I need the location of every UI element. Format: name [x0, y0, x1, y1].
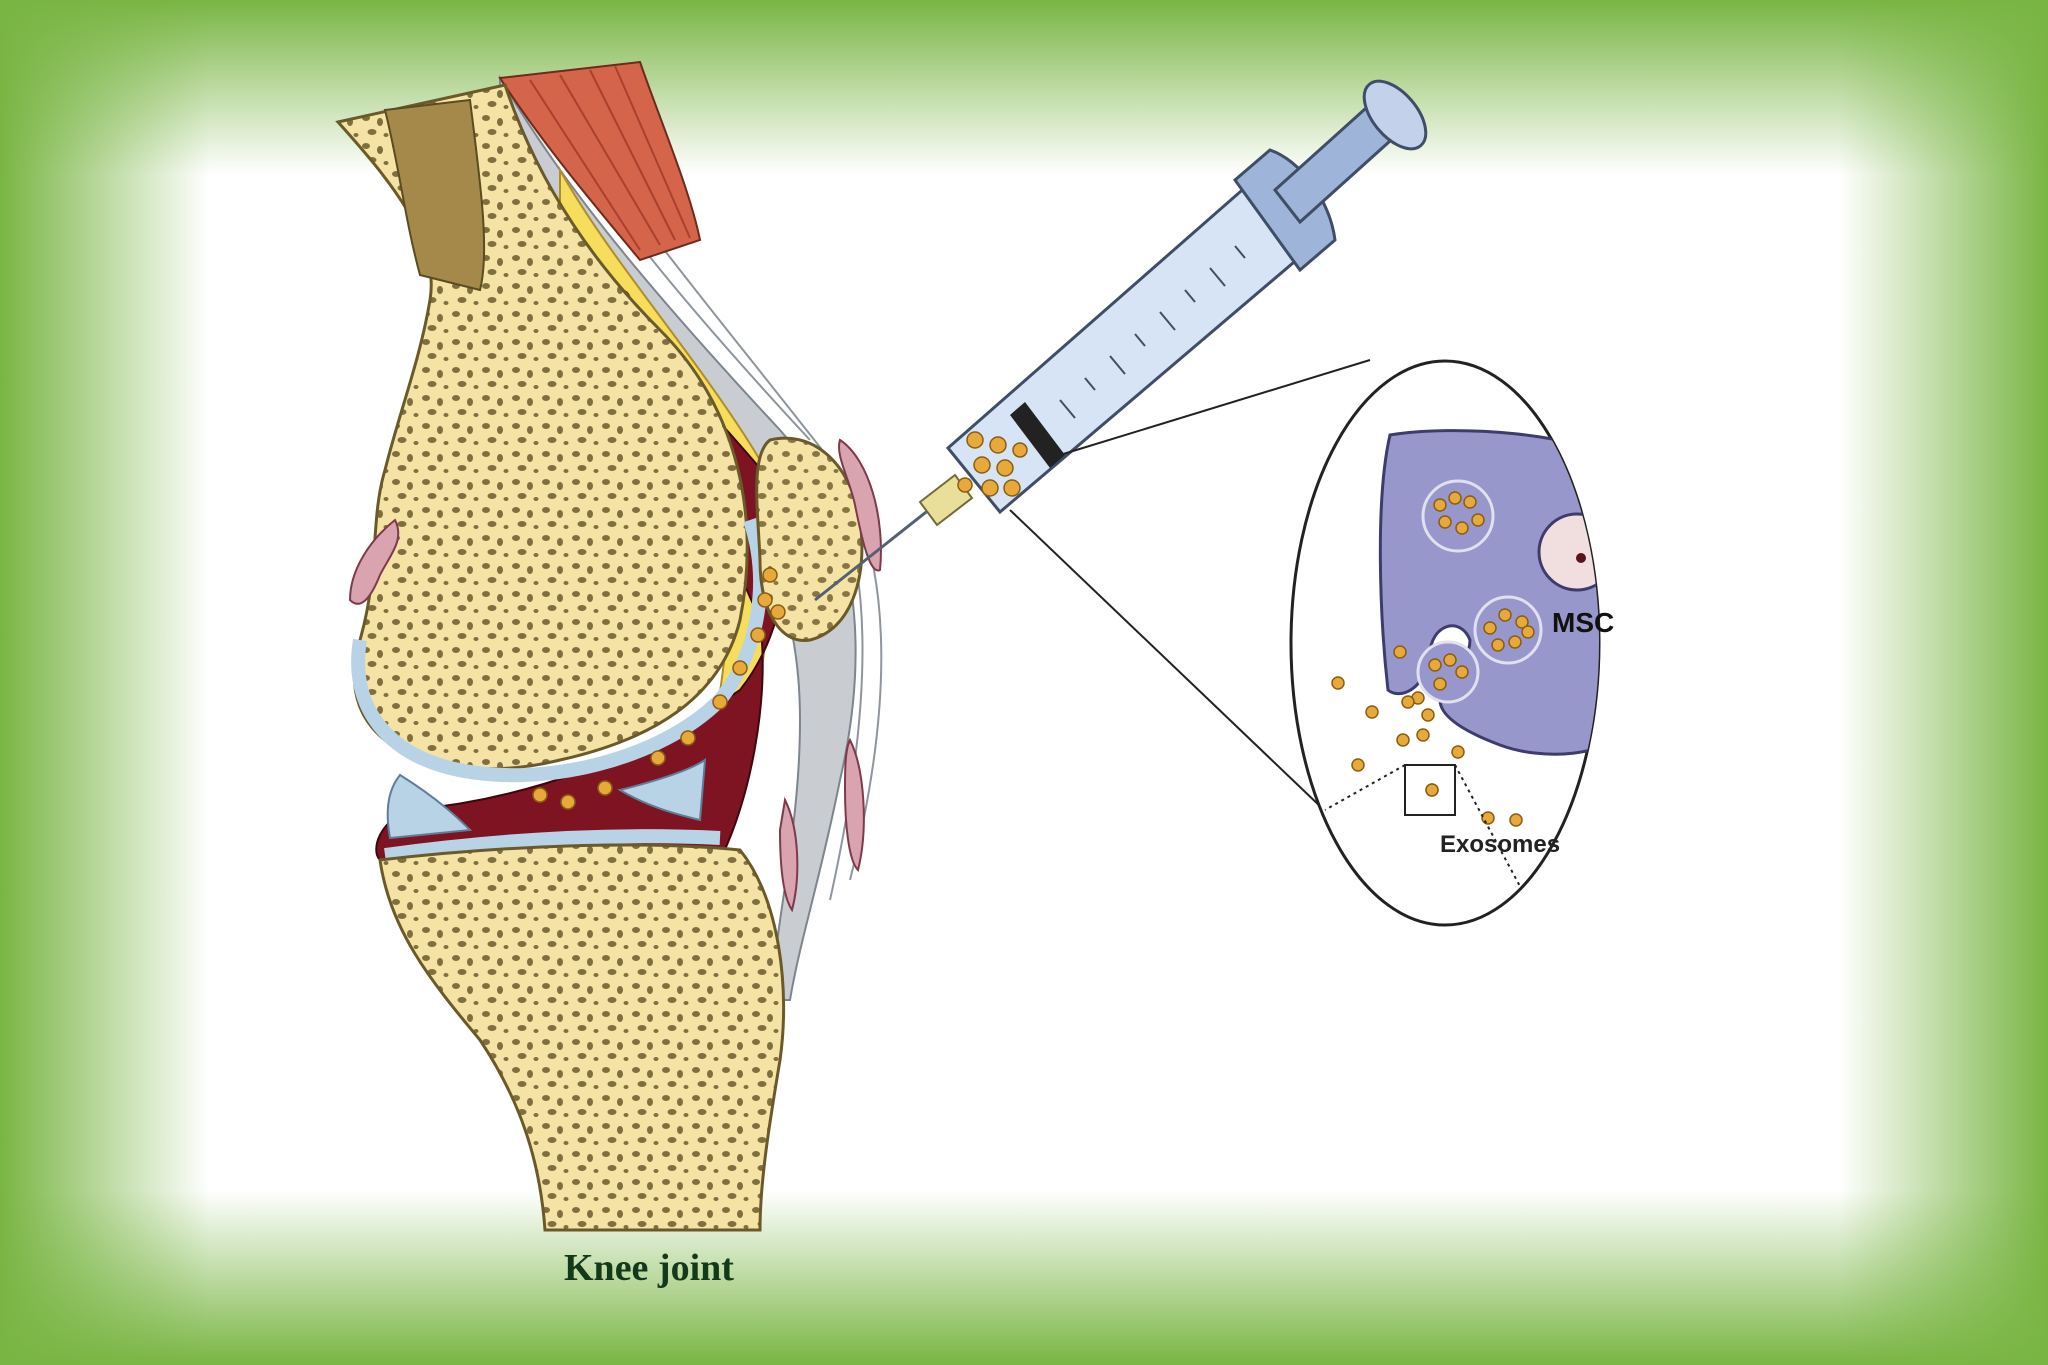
frame-top — [0, 0, 2048, 175]
zoom-line-bottom — [1009, 509, 1346, 831]
plunger-stopper — [1010, 402, 1065, 468]
multivesicular-body — [1416, 640, 1480, 704]
meniscus-anterior — [617, 758, 707, 822]
plunger-thumb — [1362, 79, 1428, 151]
knee-joint-label: Knee joint — [564, 1247, 734, 1289]
joint-exosomes — [532, 567, 786, 810]
meniscus-posterior — [386, 773, 473, 840]
dotted-pointer — [1454, 764, 1531, 906]
knee-illustration — [335, 60, 883, 1232]
bursa — [843, 737, 865, 872]
bursa — [348, 518, 400, 605]
frame-right — [1838, 0, 2048, 1365]
dotted-pointer — [1324, 764, 1406, 811]
frame-left — [0, 0, 210, 1365]
tibial-cartilage — [384, 829, 721, 862]
bursa — [838, 438, 882, 572]
nucleolus — [1576, 553, 1586, 563]
frame-bottom — [0, 1190, 2048, 1365]
bone-marrow — [383, 98, 486, 292]
exosomes-label: Exosomes — [1440, 831, 1560, 858]
syringe-exosomes — [957, 431, 1028, 497]
syringe-illustration — [814, 79, 1428, 602]
zoom-line-top — [1059, 359, 1371, 456]
graduations — [1059, 245, 1246, 419]
msc-label: MSC — [1552, 607, 1614, 638]
needle — [814, 503, 936, 602]
exosome-highlight-box — [1404, 764, 1456, 816]
bursa — [778, 796, 799, 913]
femoral-cartilage — [351, 517, 767, 783]
